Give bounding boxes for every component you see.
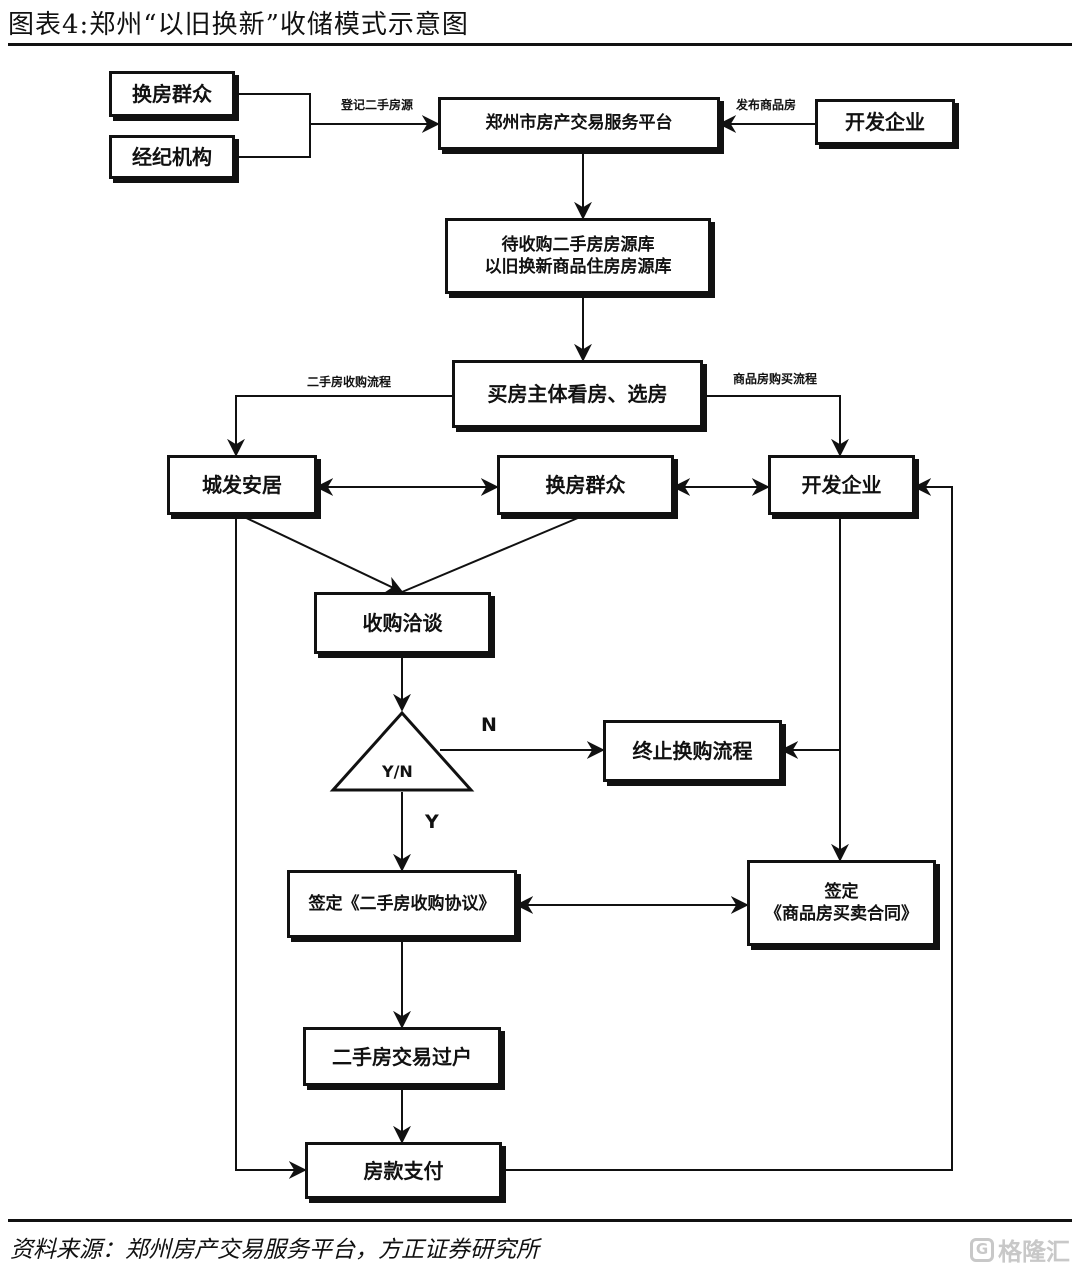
edge-label-register: 登记二手房源: [341, 98, 414, 112]
node-transfer: 二手房交易过户: [303, 1027, 501, 1086]
edge-label-publish: 发布商品房: [736, 98, 797, 112]
node-developer-top: 开发企业: [815, 99, 955, 145]
node-pool: 待收购二手房房源库 以旧换新商品住房房源库: [445, 218, 711, 294]
source-note: 资料来源：郑州房产交易服务平台，方正证券研究所: [10, 1237, 539, 1263]
node-agency: 经纪机构: [109, 135, 235, 179]
bottom-rule: [8, 1219, 1072, 1222]
edge-label-new-flow: 商品房购买流程: [733, 372, 818, 386]
watermark-logo-icon: G: [970, 1237, 994, 1262]
watermark: G 格隆汇: [970, 1232, 1070, 1267]
decision-triangle: [329, 710, 475, 792]
node-terminate: 终止换购流程: [603, 720, 782, 782]
edge-label-yes: Y: [425, 811, 439, 833]
edge-label-secondhand-flow: 二手房收购流程: [307, 375, 392, 389]
node-exchange-public-mid: 换房群众: [497, 455, 674, 515]
node-city-dev: 城发安居: [167, 455, 317, 515]
node-view-select: 买房主体看房、选房: [452, 360, 703, 428]
node-developer-mid: 开发企业: [768, 455, 915, 515]
node-decision-label: Y/N: [382, 762, 413, 781]
node-payment: 房款支付: [305, 1142, 502, 1199]
node-sign-secondhand: 签定《二手房收购协议》: [287, 870, 517, 938]
edge-label-no: N: [481, 714, 497, 736]
top-rule: [8, 43, 1072, 46]
node-sign-new: 签定 《商品房买卖合同》: [747, 860, 936, 946]
node-platform: 郑州市房产交易服务平台: [438, 97, 720, 150]
node-negotiation: 收购洽谈: [314, 592, 491, 654]
page-title: 图表4:郑州“以旧换新”收储模式示意图: [8, 10, 469, 40]
node-exchange-public-top: 换房群众: [109, 71, 235, 117]
